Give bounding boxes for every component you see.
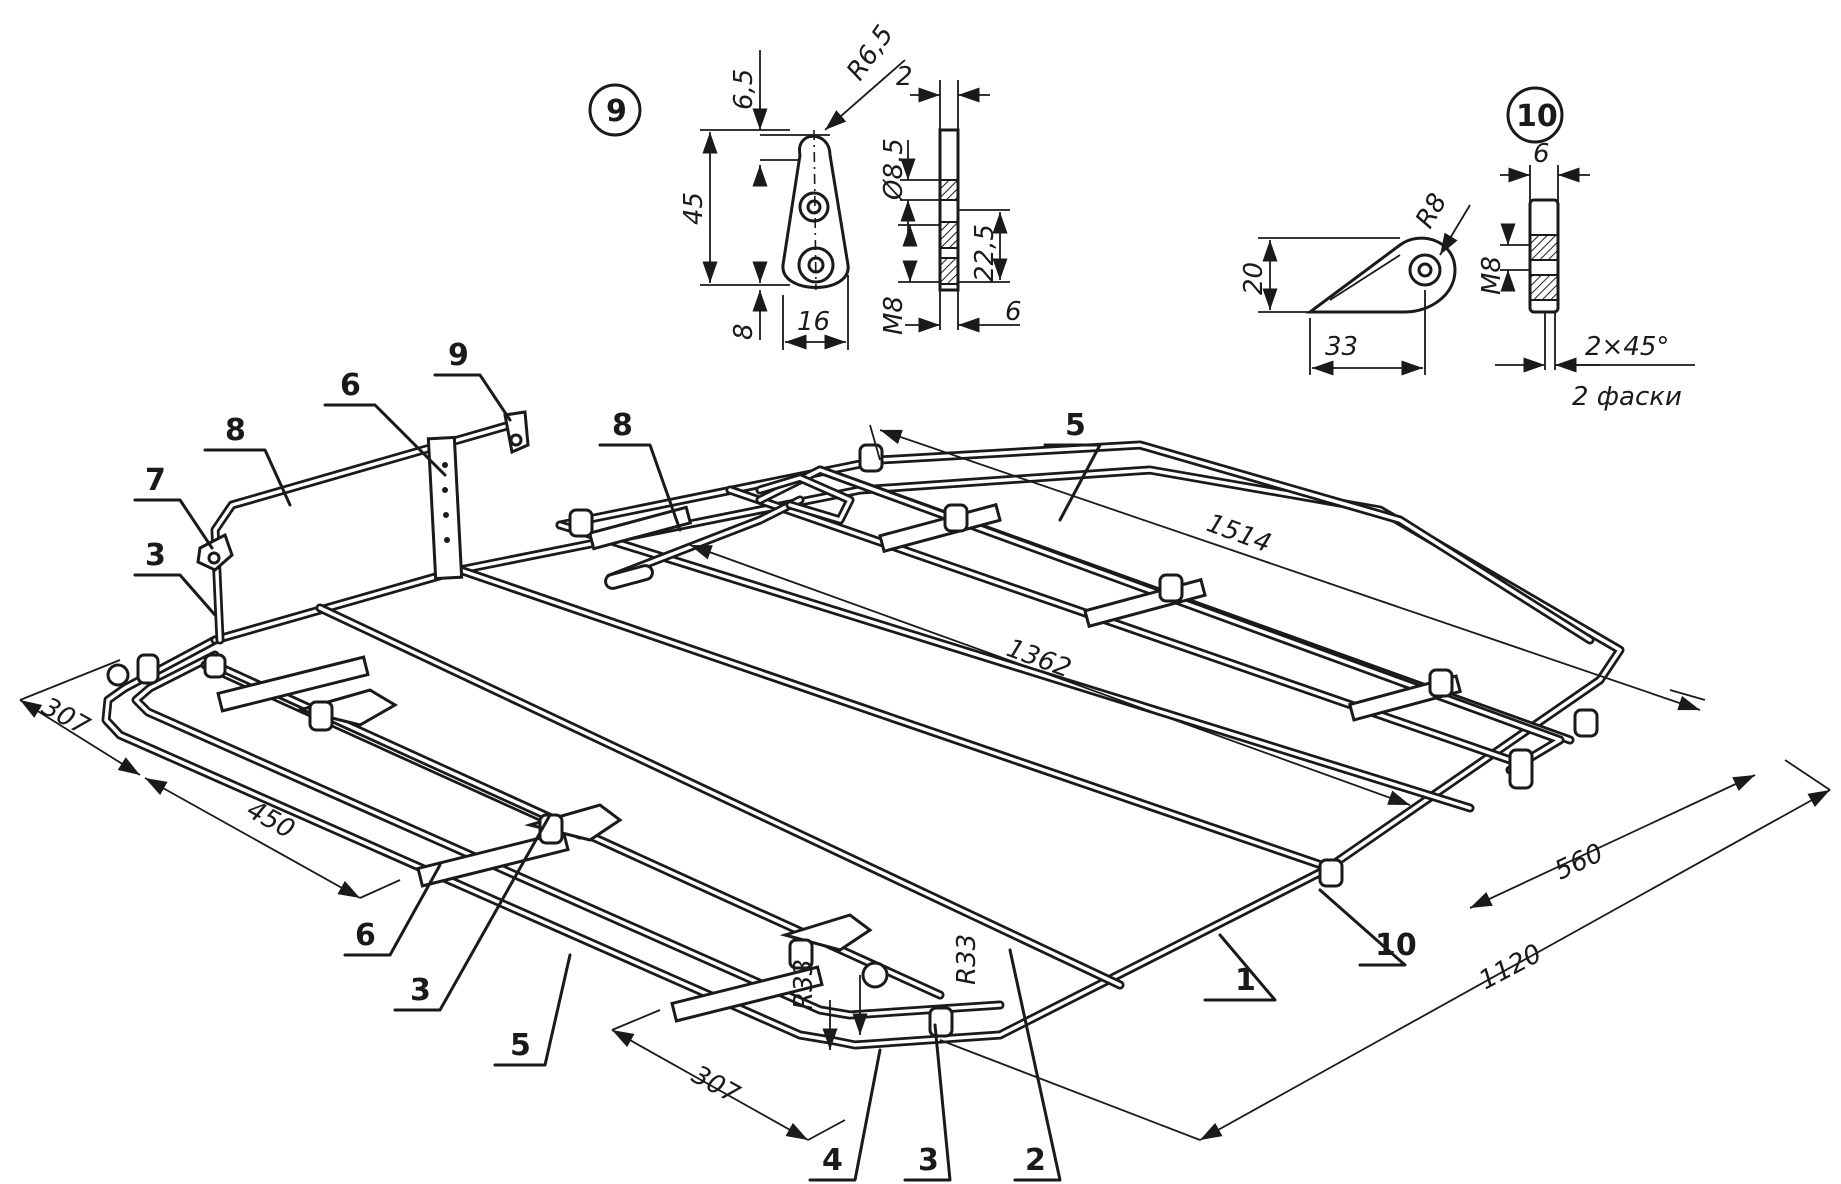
dim-307-bottom: 307 [687,1060,745,1111]
detail-10-note: 2 фаски [1572,382,1682,412]
detail-9-dim-t: 2 [896,62,913,92]
label-part-10: 10 [1375,928,1417,963]
detail-10: 10 R8 20 33 M8 6 2×45° 2 фаски [1239,86,1695,412]
detail-9-dim-w: 16 [797,307,830,337]
rear-bracket-assembly [196,410,530,645]
detail-10-number: 10 [1516,99,1558,134]
dim-560: 560 [1550,838,1608,886]
detail-9-dim-m: M8 [879,296,909,335]
label-part-9: 9 [448,338,469,373]
detail-10-dim-m: M8 [1477,256,1507,295]
detail-9-dim-h2: 45 [679,192,709,225]
label-part-5-top: 5 [1065,408,1086,443]
detail-10-dim-w: 33 [1325,332,1358,362]
label-part-3-bottom: 3 [918,1143,939,1178]
detail-9-dim-dia: Ø8,5 [879,138,909,201]
detail-9-dim-h3: 8 [729,323,759,340]
label-part-5-bottom: 5 [510,1028,531,1063]
detail-10-dim-t: 6 [1533,139,1550,169]
detail-9: 9 [588,20,1022,350]
detail-9-dim-b: 6 [1005,297,1022,327]
detail-10-dim-r: R8 [1410,189,1453,234]
detail-9-dim-s: 22,5 [970,224,1000,282]
dim-r33-right: R33 [952,934,982,985]
part-labels: 1 10 2 3 4 5 3 6 3 7 8 6 9 8 5 [145,338,1417,1178]
label-part-7: 7 [145,463,166,498]
dim-1120: 1120 [1474,939,1547,997]
detail-9-dim-h1: 6,5 [729,69,759,110]
rear-swing-bar [604,473,855,590]
detail-9-number: 9 [606,94,627,129]
label-part-8-mid: 8 [612,408,633,443]
main-dimensions [19,424,1831,1141]
label-part-3-mid: 3 [410,973,431,1008]
label-part-6-front: 6 [355,918,376,953]
detail-9-badge [588,83,642,137]
detail-10-badge [1506,86,1564,144]
dim-r33-left: R33 [789,959,819,1010]
label-part-6-rear: 6 [340,368,361,403]
label-part-4: 4 [822,1143,843,1178]
detail-10-dim-chamfer: 2×45° [1585,332,1669,362]
dim-307-left: 307 [37,692,95,743]
label-part-1: 1 [1235,963,1256,998]
label-part-8-left: 8 [225,413,246,448]
label-part-3-left: 3 [145,538,166,573]
label-part-2: 2 [1025,1143,1046,1178]
detail-10-dim-h: 20 [1239,262,1269,295]
detail-9-dim-r: R6,5 [841,20,900,86]
